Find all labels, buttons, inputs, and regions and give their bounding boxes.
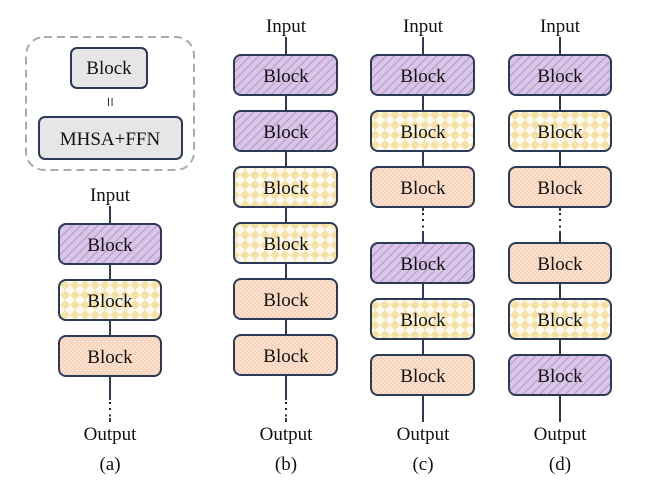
block-label: Block [263, 66, 309, 87]
block-orange: Block [508, 166, 612, 208]
block-orange: Block [508, 242, 612, 284]
input-label: Input [90, 185, 131, 206]
block-label: Block [400, 366, 446, 387]
block-label: Block [400, 66, 446, 87]
output-label: Output [260, 424, 314, 445]
output-label: Output [534, 424, 588, 445]
block-purple: Block [370, 54, 475, 96]
panels: InputBlockBlockBlock⋮Output(a)InputBlock… [58, 16, 612, 475]
legend-expansion-box [38, 116, 183, 160]
input-label: Input [403, 16, 444, 37]
block-label: Block [87, 347, 133, 368]
output-label: Output [397, 424, 451, 445]
block-purple: Block [370, 242, 475, 284]
block-yellow: Block [508, 110, 612, 152]
legend: Block = MHSA+FFN [25, 36, 195, 171]
block-label: Block [87, 291, 133, 312]
ellipsis-dots: ⋮ [551, 210, 569, 230]
legend-equals-sign: = [100, 97, 120, 107]
block-label: Block [400, 254, 446, 275]
block-purple: Block [508, 354, 612, 396]
block-purple: Block [233, 110, 338, 152]
legend-dashed-frame [25, 36, 195, 171]
ellipsis-dots: ⋮ [101, 399, 119, 419]
block-yellow: Block [370, 110, 475, 152]
block-label: Block [537, 366, 583, 387]
ellipsis-dots: ⋮ [277, 399, 295, 419]
output-label: Output [84, 424, 138, 445]
block-yellow: Block [370, 298, 475, 340]
block-purple: Block [508, 54, 612, 96]
panel-b: InputBlockBlockBlockBlockBlockBlock⋮Outp… [233, 16, 338, 475]
input-label: Input [266, 16, 307, 37]
block-orange: Block [233, 334, 338, 376]
block-label: Block [400, 310, 446, 331]
panel-caption: (d) [549, 454, 571, 475]
block-orange: Block [58, 335, 162, 377]
legend-block-label: Block [86, 58, 132, 79]
legend-block-box [70, 47, 148, 89]
block-orange: Block [370, 166, 475, 208]
block-label: Block [537, 178, 583, 199]
block-label: Block [400, 122, 446, 143]
block-label: Block [400, 178, 446, 199]
block-orange: Block [370, 354, 475, 396]
block-label: Block [537, 122, 583, 143]
panel-c: InputBlockBlockBlock⋮BlockBlockBlockOutp… [370, 16, 475, 475]
block-label: Block [537, 254, 583, 275]
block-purple: Block [233, 54, 338, 96]
block-label: Block [263, 346, 309, 367]
block-label: Block [263, 122, 309, 143]
block-orange: Block [233, 278, 338, 320]
block-yellow: Block [508, 298, 612, 340]
panel-caption: (a) [99, 454, 120, 475]
block-label: Block [263, 234, 309, 255]
legend-expansion-label: MHSA+FFN [60, 129, 161, 150]
block-label: Block [537, 66, 583, 87]
ellipsis-dots: ⋮ [414, 210, 432, 230]
block-label: Block [263, 178, 309, 199]
panel-caption: (c) [412, 454, 433, 475]
block-yellow: Block [58, 279, 162, 321]
block-yellow: Block [233, 222, 338, 264]
block-label: Block [263, 290, 309, 311]
input-label: Input [540, 16, 581, 37]
block-label: Block [87, 235, 133, 256]
panel-caption: (b) [275, 454, 297, 475]
block-label: Block [537, 310, 583, 331]
block-purple: Block [58, 223, 162, 265]
panel-d: InputBlockBlockBlock⋮BlockBlockBlockOutp… [508, 16, 612, 475]
block-yellow: Block [233, 166, 338, 208]
